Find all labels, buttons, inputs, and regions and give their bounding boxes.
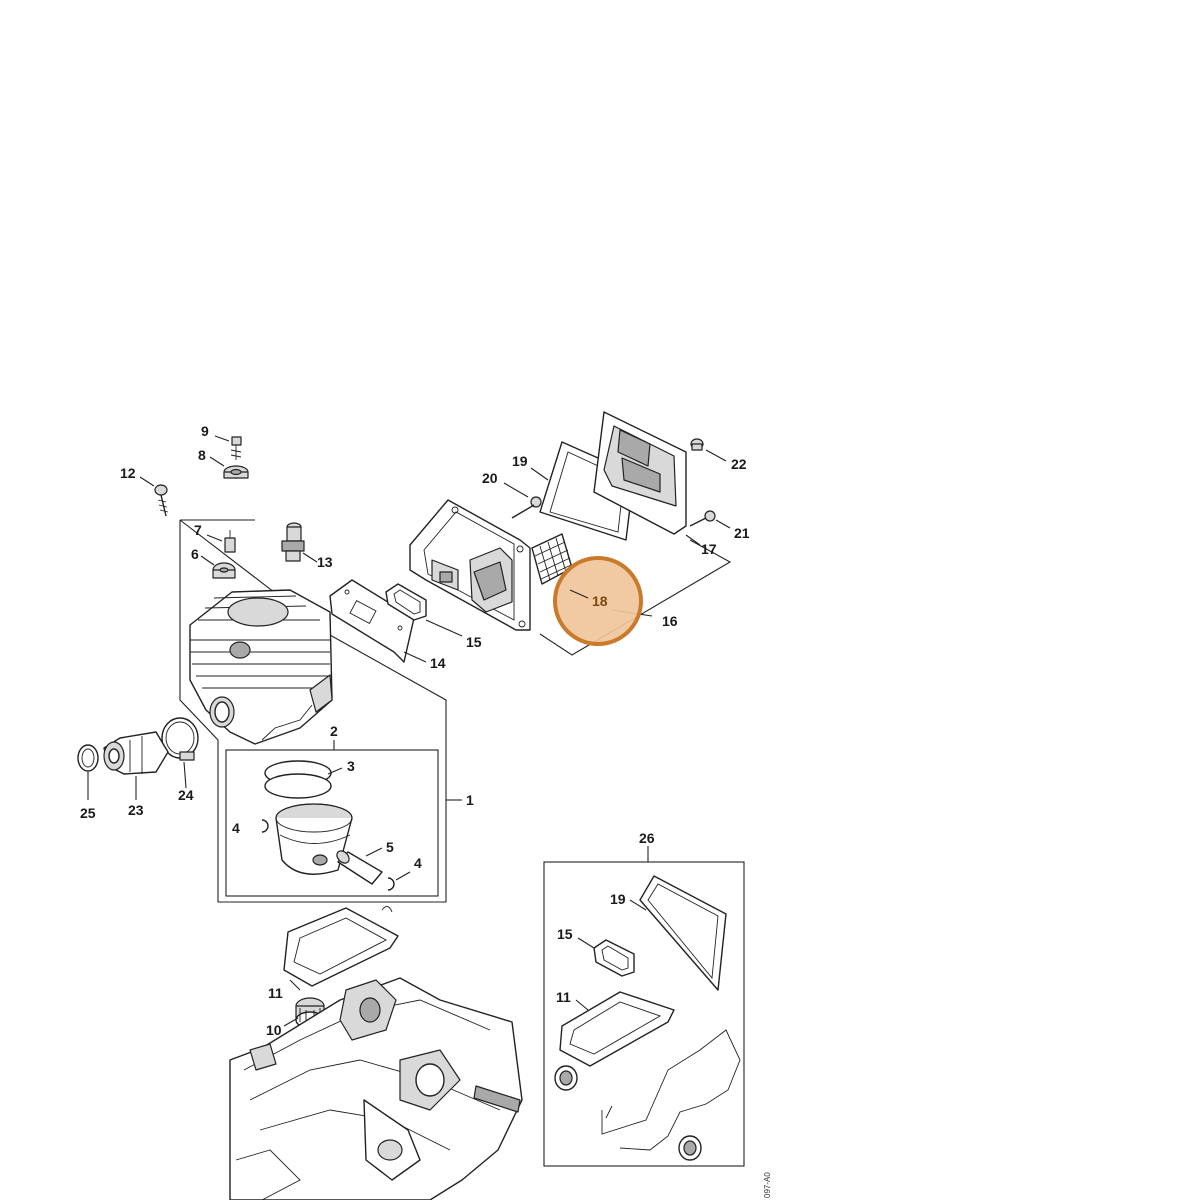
callout-22[interactable]: 22 <box>731 456 747 472</box>
callout-4b[interactable]: 4 <box>414 855 422 871</box>
part-12-screw <box>139 476 169 517</box>
part-16-muffler <box>409 499 531 631</box>
part-20-screw <box>503 482 542 519</box>
part-3-piston-rings <box>264 760 343 799</box>
part-24-clamp <box>161 717 199 789</box>
callout-12[interactable]: 12 <box>120 465 136 481</box>
callout-26[interactable]: 26 <box>639 830 655 846</box>
part-7-stud <box>206 530 236 553</box>
part-13-decompression-valve <box>281 522 318 563</box>
callout-1[interactable]: 1 <box>466 792 474 808</box>
seal-ring-set-left <box>554 1065 578 1091</box>
part-8-nut <box>209 456 249 479</box>
callout-10[interactable]: 10 <box>266 1022 282 1038</box>
callout-19a[interactable]: 19 <box>512 453 528 469</box>
part-11-gasket-left <box>283 906 399 991</box>
callout-2[interactable]: 2 <box>330 723 338 739</box>
part-11-gasket-set <box>559 991 675 1067</box>
callout-3[interactable]: 3 <box>347 758 355 774</box>
part-17-muffler-cover <box>593 411 701 546</box>
callout-11b[interactable]: 11 <box>556 989 571 1005</box>
callout-25[interactable]: 25 <box>80 805 96 821</box>
document-reference: 097-A0 <box>763 1172 772 1198</box>
part-23-intake-manifold <box>103 731 169 800</box>
callout-6[interactable]: 6 <box>191 546 199 562</box>
part-9-screw <box>214 435 242 460</box>
part-4-circlip-left <box>261 819 269 833</box>
callout-16[interactable]: 16 <box>662 613 678 629</box>
part-19-gasket-set <box>629 875 727 991</box>
callout-19b[interactable]: 19 <box>610 891 626 907</box>
crankcase-gasket-set <box>601 1029 741 1151</box>
part-15-gasket-set <box>577 937 635 977</box>
callout-4a[interactable]: 4 <box>232 820 240 836</box>
part-15-gasket <box>385 583 463 637</box>
highlight-circle-18[interactable] <box>553 556 643 646</box>
part-22-screw <box>690 438 727 462</box>
callout-7[interactable]: 7 <box>194 522 202 538</box>
callout-8[interactable]: 8 <box>198 447 206 463</box>
part-1-cylinder <box>189 589 333 745</box>
gasket-set-frame <box>543 861 745 1167</box>
part-6-washer <box>200 555 236 579</box>
part-25-ring <box>77 744 99 800</box>
part-5-piston-pin <box>336 847 383 885</box>
crankcase <box>229 977 523 1200</box>
callout-15b[interactable]: 15 <box>557 926 573 942</box>
part-4-circlip-right <box>387 877 395 891</box>
callout-23[interactable]: 23 <box>128 802 144 818</box>
callout-14[interactable]: 14 <box>430 655 446 671</box>
cylinder-kit-bracket <box>179 519 462 903</box>
callout-5[interactable]: 5 <box>386 839 394 855</box>
callout-24[interactable]: 24 <box>178 787 194 803</box>
callout-11a[interactable]: 11 <box>268 985 283 1001</box>
callout-20[interactable]: 20 <box>482 470 498 486</box>
part-2-piston <box>275 803 353 875</box>
callout-17[interactable]: 17 <box>701 541 717 557</box>
callout-15a[interactable]: 15 <box>466 634 482 650</box>
seal-ring-set-right <box>678 1135 702 1161</box>
callout-9[interactable]: 9 <box>201 423 209 439</box>
callout-18[interactable]: 18 <box>592 593 608 609</box>
part-21-screw <box>689 510 731 529</box>
callout-21[interactable]: 21 <box>734 525 750 541</box>
part-14-gasket <box>329 579 427 663</box>
piston-kit-frame <box>225 749 439 897</box>
callout-13[interactable]: 13 <box>317 554 333 570</box>
part-18-spark-arrestor-screen <box>531 533 573 585</box>
muffler-bracket <box>539 539 732 656</box>
